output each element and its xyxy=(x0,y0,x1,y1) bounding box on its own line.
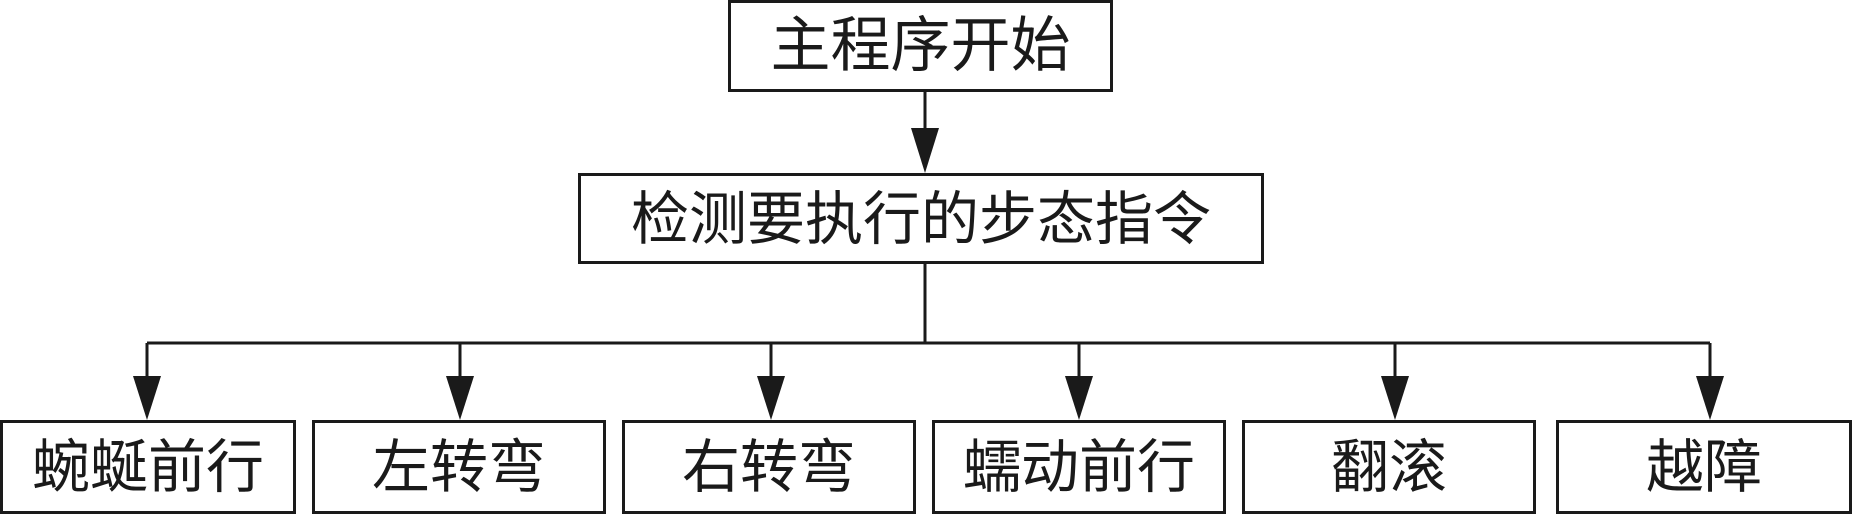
detect-gait-command-node: 检测要执行的步态指令 xyxy=(578,173,1264,264)
gait-obstacle-crossing-node: 越障 xyxy=(1556,420,1852,514)
arrowhead-detect xyxy=(911,128,939,173)
gait-serpentine-node: 蜿蜒前行 xyxy=(0,420,296,514)
arrowhead-leaf-0 xyxy=(133,376,161,420)
gait-peristaltic-node: 蠕动前行 xyxy=(932,420,1226,514)
main-program-start-node: 主程序开始 xyxy=(728,0,1113,92)
gait-obstacle-crossing-label: 越障 xyxy=(1645,433,1762,501)
arrowhead-leaf-3 xyxy=(1065,376,1093,420)
gait-rolling-node: 翻滚 xyxy=(1242,420,1536,514)
gait-turn-left-label: 左转弯 xyxy=(371,433,546,501)
gait-turn-left-node: 左转弯 xyxy=(312,420,606,514)
arrowhead-leaf-5 xyxy=(1696,376,1724,420)
arrowhead-leaf-4 xyxy=(1381,376,1409,420)
arrowhead-leaf-1 xyxy=(446,376,474,420)
main-program-start-label: 主程序开始 xyxy=(770,11,1071,81)
gait-turn-right-node: 右转弯 xyxy=(622,420,916,514)
gait-rolling-label: 翻滚 xyxy=(1330,433,1447,501)
gait-turn-right-label: 右转弯 xyxy=(681,433,856,501)
arrowhead-leaf-2 xyxy=(757,376,785,420)
gait-serpentine-label: 蜿蜒前行 xyxy=(31,433,264,501)
detect-gait-command-label: 检测要执行的步态指令 xyxy=(630,184,1211,253)
gait-peristaltic-label: 蠕动前行 xyxy=(962,433,1195,501)
